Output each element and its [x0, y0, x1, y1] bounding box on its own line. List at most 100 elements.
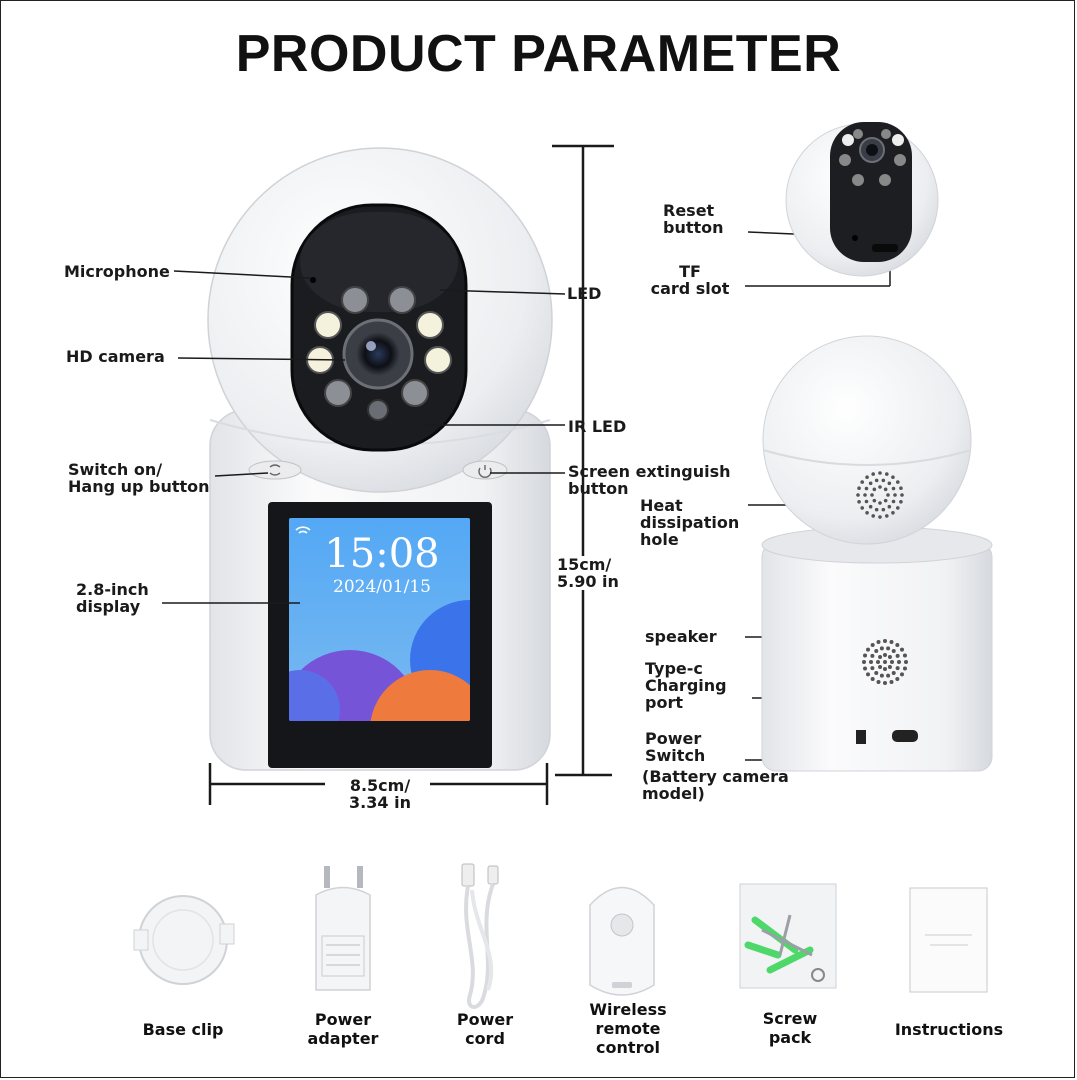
hole: [870, 493, 874, 497]
heat-dissipation-holes: [856, 471, 904, 519]
hole: [881, 507, 886, 512]
display-clock: 15:08 2024/01/15: [292, 532, 472, 598]
hole: [891, 486, 896, 491]
label-screen-extinguish: Screen extinguish button: [568, 462, 731, 498]
hole: [891, 670, 896, 675]
hole: [864, 486, 869, 491]
hole: [883, 487, 888, 492]
hole: [869, 660, 873, 664]
hole: [895, 506, 900, 510]
hole: [884, 514, 889, 518]
label-hd-camera: HD camera: [66, 347, 165, 366]
hole: [883, 653, 887, 657]
hole: [883, 681, 887, 685]
hole: [878, 501, 882, 505]
label-display: 2.8-inch display: [76, 580, 149, 616]
hole: [871, 514, 876, 518]
accessory-label-power-adapter: Power adapter: [307, 1010, 379, 1048]
hole: [863, 666, 868, 671]
hole: [891, 510, 895, 515]
power-cord-image: [461, 863, 499, 1009]
type-c-port: [892, 730, 918, 742]
hole: [899, 647, 904, 652]
hole: [878, 655, 883, 660]
hole: [897, 660, 901, 664]
hole: [889, 640, 894, 645]
hole: [878, 664, 883, 669]
hole: [886, 493, 890, 497]
label-speaker: speaker: [645, 627, 717, 646]
hole: [878, 485, 882, 489]
hole: [887, 504, 892, 509]
hole: [883, 639, 887, 643]
side-camera-rear: [761, 335, 993, 772]
label-power-switch: Power Switch: [645, 729, 706, 765]
display-time: 15:08: [324, 531, 440, 577]
label-type-c: Type-c Charging port: [645, 659, 727, 712]
hole: [887, 481, 892, 486]
led-ring: [306, 286, 452, 421]
hole: [886, 673, 891, 678]
hole: [870, 653, 875, 658]
display-date: 2024/01/15: [333, 577, 431, 597]
hole: [883, 667, 887, 671]
hole: [895, 666, 900, 671]
hole: [860, 506, 865, 510]
label-microphone: Microphone: [64, 262, 170, 281]
hole: [865, 510, 869, 515]
accessory-label-remote: Wireless remote control: [589, 1000, 667, 1057]
microphone-hole: [310, 277, 316, 283]
power-adapter-image: [315, 866, 371, 991]
accessory-label-base-clip: Base clip: [142, 1020, 224, 1039]
hole: [878, 471, 882, 475]
accessory-label-screw-pack: Screw pack: [762, 1009, 818, 1047]
hole: [874, 649, 879, 654]
label-ir-led: IR LED: [568, 417, 627, 436]
hole: [865, 475, 869, 480]
main-camera: [207, 147, 553, 771]
accessory-label-power-cord: Power cord: [456, 1010, 514, 1048]
hole: [879, 646, 884, 651]
accessory-label-instructions: Instructions: [894, 1020, 1004, 1039]
hole: [857, 499, 861, 504]
hole: [872, 487, 877, 492]
hole: [886, 646, 891, 651]
hole: [876, 660, 880, 664]
hole: [887, 664, 892, 669]
page-title: PRODUCT PARAMETER: [235, 25, 842, 83]
power-switch: [856, 730, 866, 744]
hole: [895, 643, 900, 648]
base-clip-image: [133, 895, 235, 985]
instructions-image: [909, 887, 988, 993]
hole: [878, 515, 882, 519]
tf-card-slot: [872, 244, 898, 252]
hole: [868, 504, 873, 509]
reset-hole: [852, 235, 858, 241]
hole: [899, 499, 903, 504]
remote-control-image: [589, 886, 655, 996]
label-reset: Reset button: [663, 201, 724, 237]
hole: [900, 493, 904, 497]
hole: [863, 653, 868, 658]
hole: [895, 653, 900, 658]
label-height: 15cm/ 5.90 in: [557, 555, 619, 591]
accessories-illustrations: [133, 863, 988, 1009]
hole: [870, 643, 875, 648]
hole: [883, 660, 888, 664]
hole: [871, 472, 876, 476]
hole: [904, 660, 908, 664]
hole: [860, 480, 865, 484]
hole: [866, 647, 871, 652]
label-tf-card: TF card slot: [650, 262, 730, 298]
hole: [899, 672, 904, 677]
hole: [856, 493, 860, 497]
hole: [893, 493, 897, 497]
hole: [902, 666, 907, 671]
label-width: 8.5cm/ 3.34 in: [349, 776, 411, 812]
hole: [887, 655, 892, 660]
hole: [876, 640, 881, 645]
hole: [883, 498, 888, 503]
label-battery-model: (Battery camera model): [642, 767, 789, 803]
